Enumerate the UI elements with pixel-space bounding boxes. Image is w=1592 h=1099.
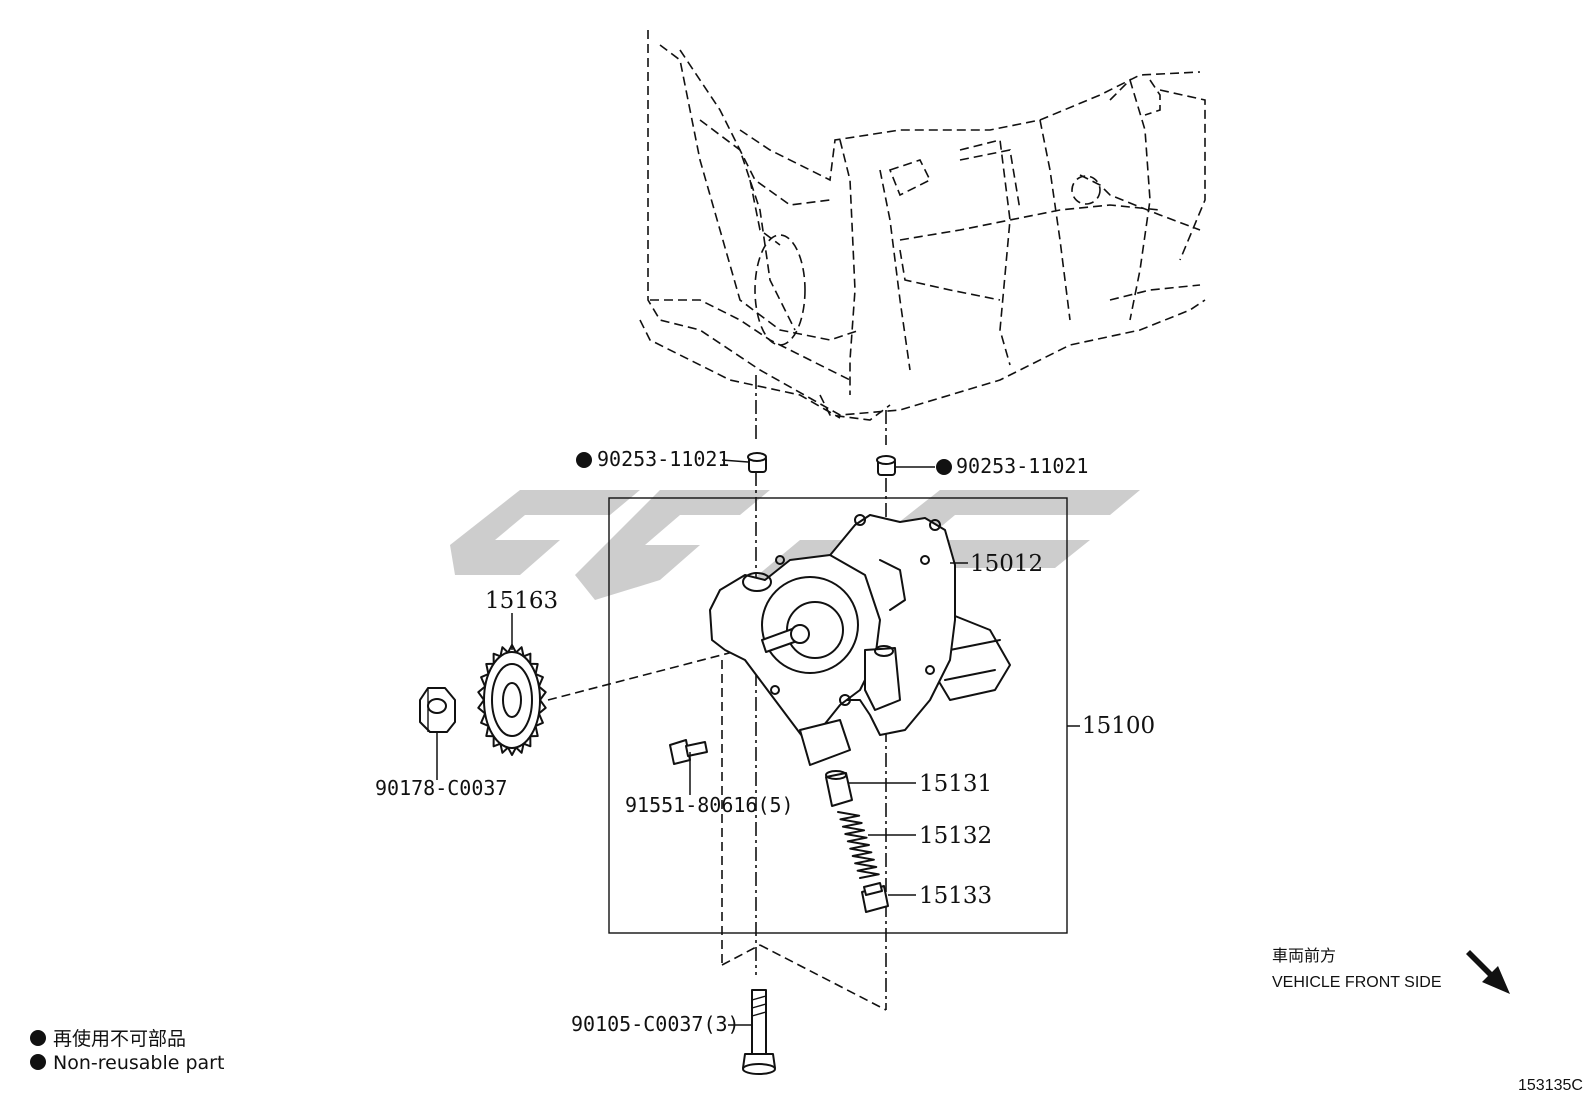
- legend-label-en: Non-reusable part: [53, 1052, 224, 1074]
- plug-part[interactable]: [861, 882, 889, 913]
- leader-lines: [436, 459, 1080, 1026]
- legend-bullet-icon: [30, 1030, 46, 1046]
- callout-mount-bolt[interactable]: 90105-C0037(3): [571, 1012, 740, 1036]
- non-reusable-marker-left: [576, 452, 592, 468]
- spring-coils: [837, 811, 880, 879]
- seal-right-part[interactable]: [876, 455, 896, 476]
- pump-bolt-part[interactable]: [669, 739, 708, 765]
- callout-nut[interactable]: 90178-C0037: [375, 776, 507, 800]
- callout-relief-valve[interactable]: 15131: [919, 771, 992, 797]
- legend-label-jp: 再使用不可部品: [53, 1028, 186, 1050]
- assembly-frame: [608, 497, 1068, 934]
- oil-pump-body[interactable]: [709, 514, 1011, 766]
- callout-assembly[interactable]: 15100: [1082, 713, 1155, 739]
- nut-part[interactable]: [419, 687, 456, 733]
- sprocket-part[interactable]: [477, 644, 547, 756]
- callout-plug[interactable]: 15133: [919, 883, 992, 909]
- direction-label-jp: 車両前方: [1272, 947, 1336, 965]
- callout-sprocket[interactable]: 15163: [485, 588, 558, 614]
- callout-seal-left[interactable]: 90253-11021: [597, 447, 729, 471]
- direction-arrow-icon: [1462, 950, 1510, 994]
- engine-block-outline: [639, 30, 1206, 421]
- callout-pump-cover[interactable]: 15012: [970, 551, 1043, 577]
- direction-label-en: VEHICLE FRONT SIDE: [1272, 974, 1442, 991]
- mount-bolt-part[interactable]: [742, 989, 776, 1075]
- callout-spring[interactable]: 15132: [919, 823, 992, 849]
- legend-bullet-icon-2: [30, 1054, 46, 1070]
- seal-left-part[interactable]: [747, 452, 767, 473]
- callout-pump-bolt[interactable]: 91551-80616(5): [625, 793, 794, 817]
- relief-valve-part[interactable]: [825, 770, 853, 807]
- diagram-code: 153135C: [1518, 1077, 1583, 1094]
- callout-seal-right[interactable]: 90253-11021: [956, 454, 1088, 478]
- spring-part[interactable]: [837, 811, 880, 879]
- non-reusable-marker-right: [936, 459, 952, 475]
